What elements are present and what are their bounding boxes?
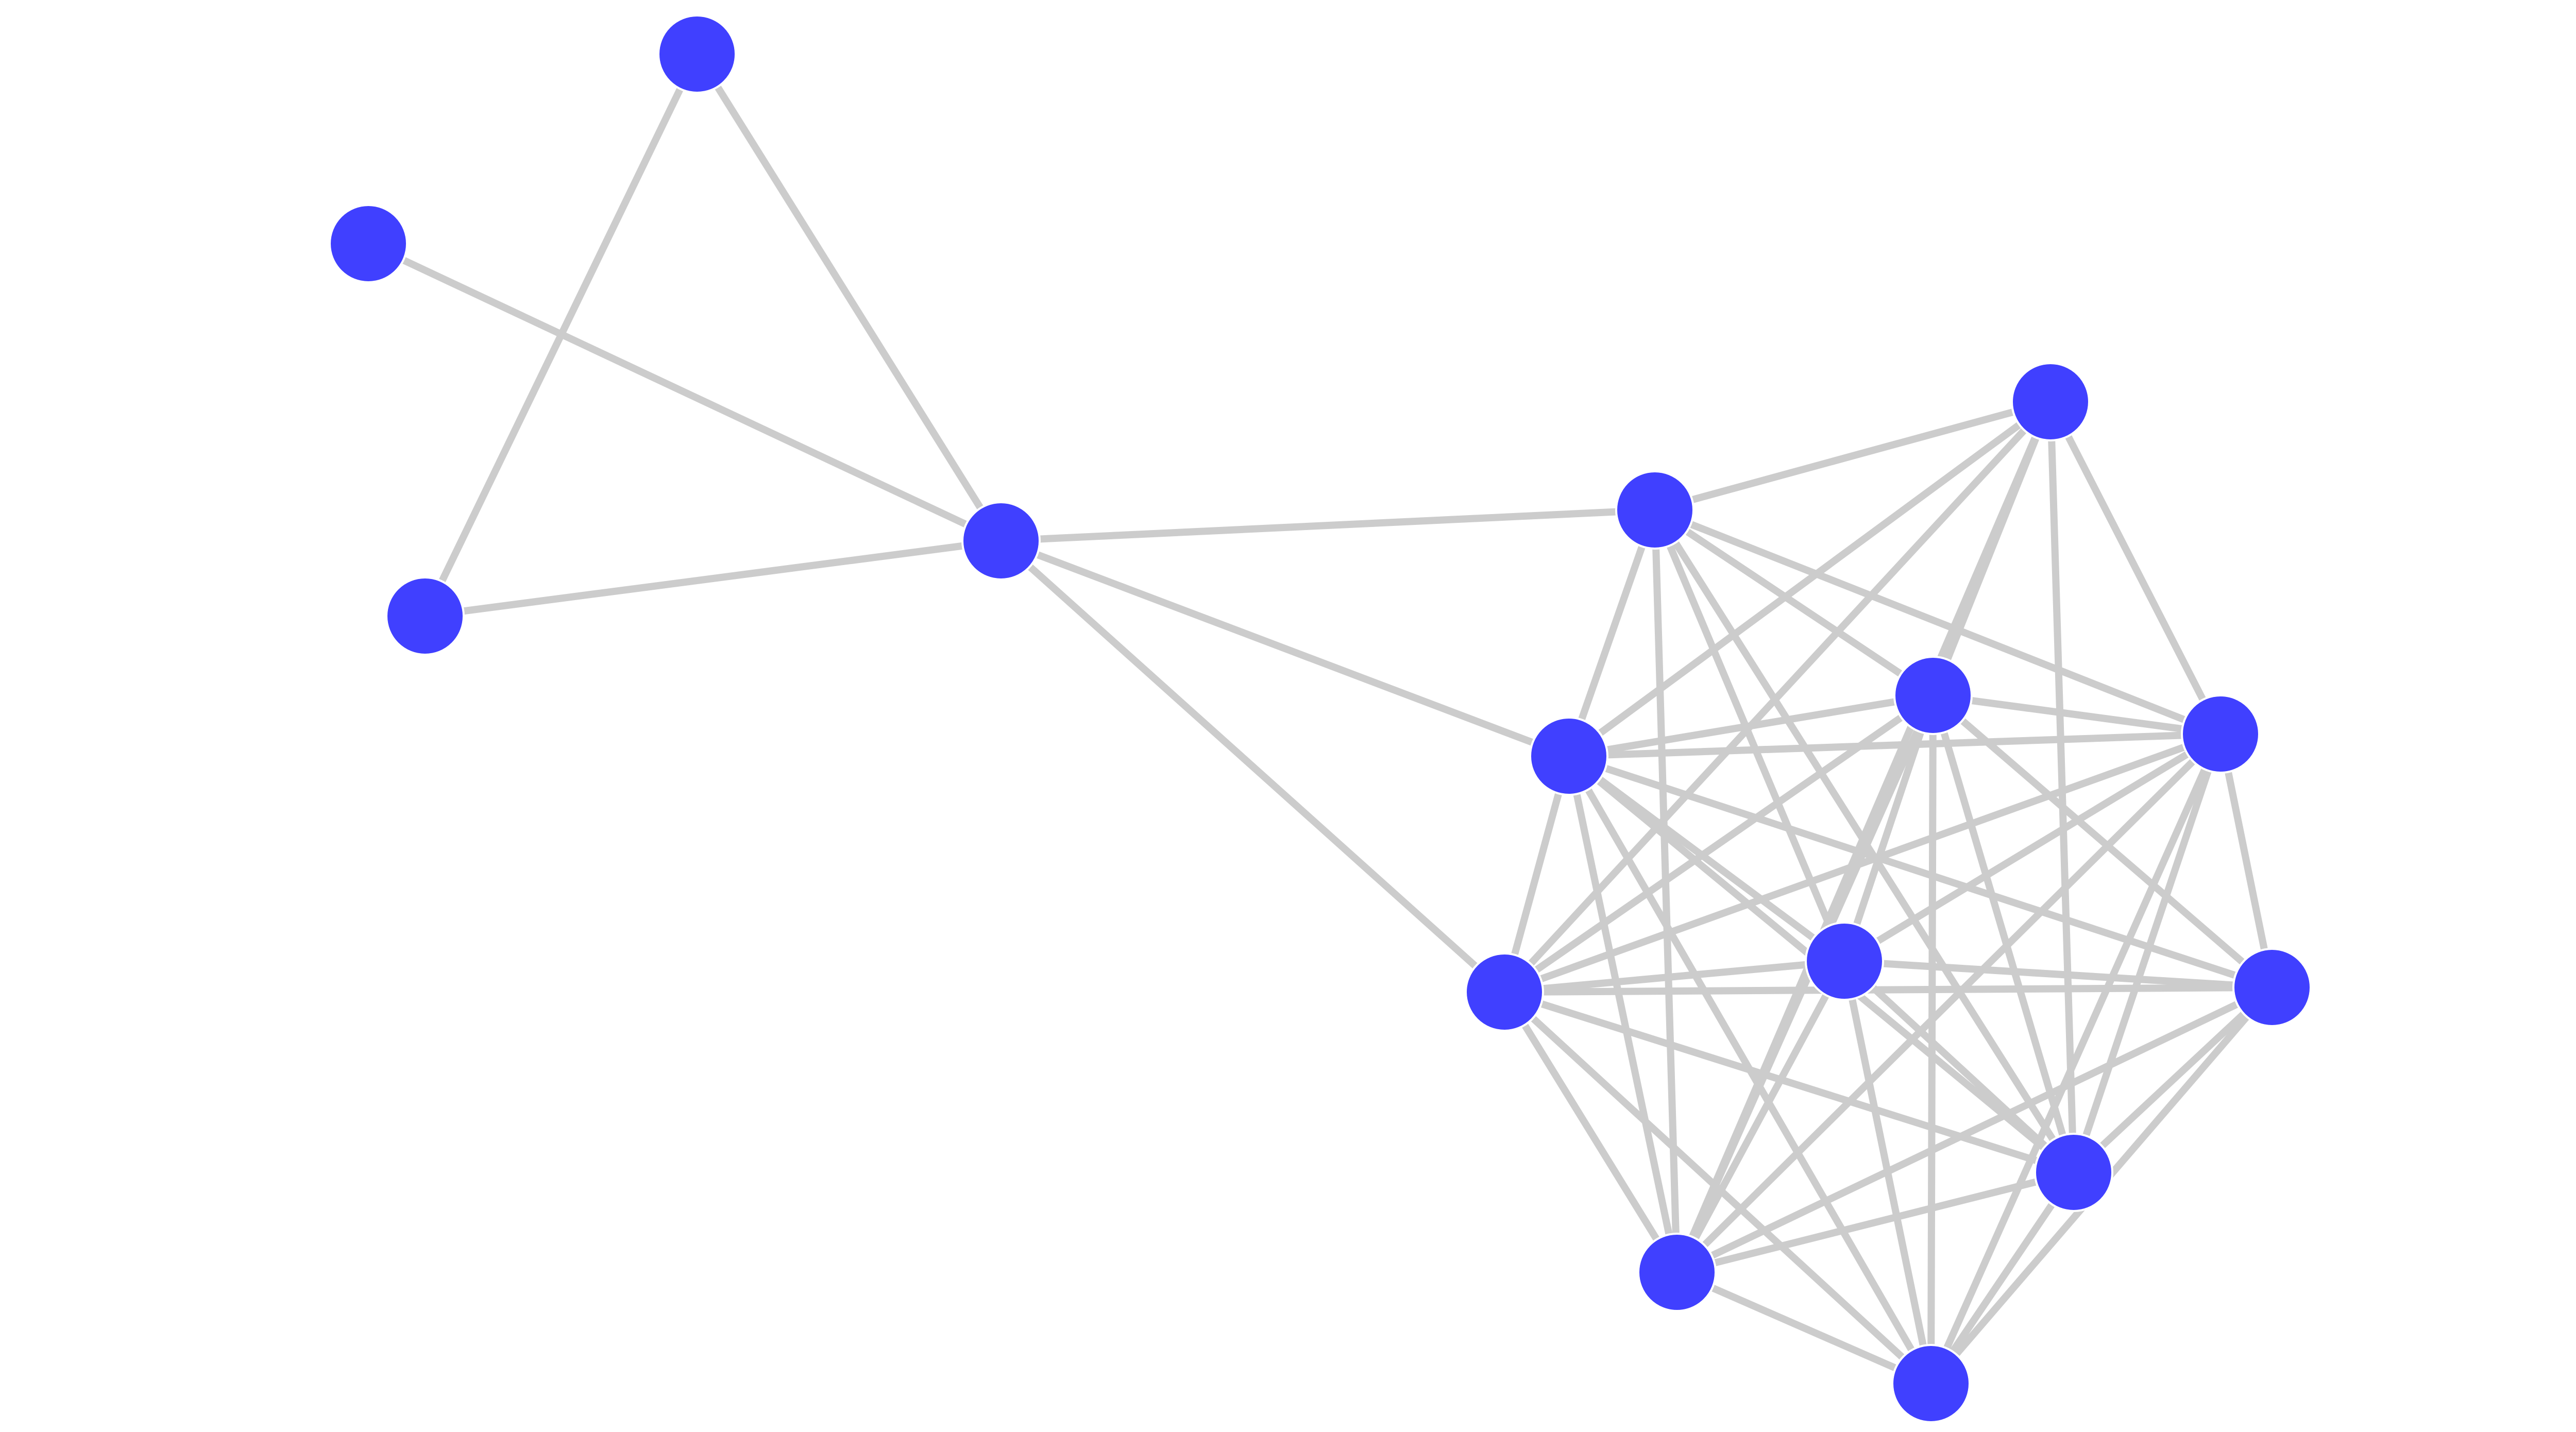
edge-n6-n9 bbox=[2047, 398, 2224, 738]
node-n13[interactable] bbox=[2034, 1133, 2113, 1212]
edge-n10-n14 bbox=[1501, 988, 1681, 1276]
node-n15[interactable] bbox=[1891, 1344, 1971, 1423]
edge-n9-n10 bbox=[1501, 730, 2224, 996]
edge-n2-n4 bbox=[421, 537, 1005, 620]
node-layer bbox=[329, 14, 2312, 1423]
node-n2[interactable] bbox=[385, 576, 465, 656]
edge-n5-n8 bbox=[1651, 506, 1937, 699]
node-n10[interactable] bbox=[1465, 952, 1544, 1032]
edge-n6-n13 bbox=[2047, 398, 2077, 1176]
edge-n4-n7 bbox=[997, 537, 1572, 760]
edge-n1-n4 bbox=[365, 240, 1005, 544]
edge-n7-n8 bbox=[1565, 692, 1937, 760]
edge-n5-n6 bbox=[1651, 398, 2054, 514]
edge-n5-n9 bbox=[1651, 506, 2224, 738]
edge-n12-n14 bbox=[1673, 984, 2276, 1276]
edge-n14-n15 bbox=[1673, 1269, 1935, 1387]
edge-n5-n7 bbox=[1565, 506, 1658, 760]
edge-n8-n13 bbox=[1929, 692, 2077, 1176]
edge-n13-n15 bbox=[1927, 1169, 2077, 1387]
node-n6[interactable] bbox=[2011, 362, 2090, 441]
edge-n5-n14 bbox=[1651, 506, 1681, 1276]
edge-n9-n13 bbox=[2070, 730, 2224, 1176]
edge-n11-n14 bbox=[1673, 958, 1848, 1276]
edge-n4-n10 bbox=[997, 537, 1508, 996]
edge-n7-n14 bbox=[1565, 753, 1681, 1276]
edge-n10-n11 bbox=[1501, 958, 1848, 996]
edge-n13-n14 bbox=[1673, 1169, 2077, 1276]
edge-n6-n7 bbox=[1565, 398, 2054, 760]
node-n8[interactable] bbox=[1893, 656, 1973, 735]
edge-n7-n12 bbox=[1565, 753, 2276, 991]
edge-n8-n9 bbox=[1929, 692, 2224, 738]
node-n12[interactable] bbox=[2232, 948, 2312, 1027]
edge-n7-n10 bbox=[1501, 753, 1572, 996]
edge-n9-n12 bbox=[2217, 730, 2276, 991]
edge-n9-n11 bbox=[1841, 730, 2224, 965]
edge-n9-n14 bbox=[1673, 730, 2224, 1276]
edge-n8-n11 bbox=[1841, 692, 1937, 965]
edge-n8-n10 bbox=[1501, 692, 1937, 996]
node-n9[interactable] bbox=[2181, 694, 2260, 774]
node-n14[interactable] bbox=[1637, 1233, 1717, 1312]
node-n5[interactable] bbox=[1615, 470, 1694, 550]
edge-n7-n9 bbox=[1565, 730, 2224, 760]
edge-n8-n14 bbox=[1673, 692, 1937, 1276]
node-n4[interactable] bbox=[961, 501, 1041, 581]
edge-n10-n12 bbox=[1501, 984, 2276, 996]
edge-n5-n11 bbox=[1651, 506, 1848, 965]
node-n7[interactable] bbox=[1529, 717, 1608, 796]
edge-n11-n13 bbox=[1841, 958, 2077, 1176]
node-n11[interactable] bbox=[1805, 922, 1884, 1001]
edge-n4-n5 bbox=[997, 506, 1658, 544]
edge-n12-n13 bbox=[2070, 984, 2276, 1176]
edge-n10-n15 bbox=[1501, 988, 1935, 1387]
edge-n11-n12 bbox=[1841, 958, 2276, 991]
edge-n0-n4 bbox=[693, 50, 1005, 544]
node-n0[interactable] bbox=[657, 14, 737, 94]
edge-n8-n12 bbox=[1929, 692, 2276, 991]
edge-layer bbox=[365, 50, 2276, 1387]
node-n1[interactable] bbox=[329, 204, 408, 283]
edge-n10-n13 bbox=[1501, 988, 2077, 1176]
edge-n9-n15 bbox=[1927, 730, 2224, 1387]
